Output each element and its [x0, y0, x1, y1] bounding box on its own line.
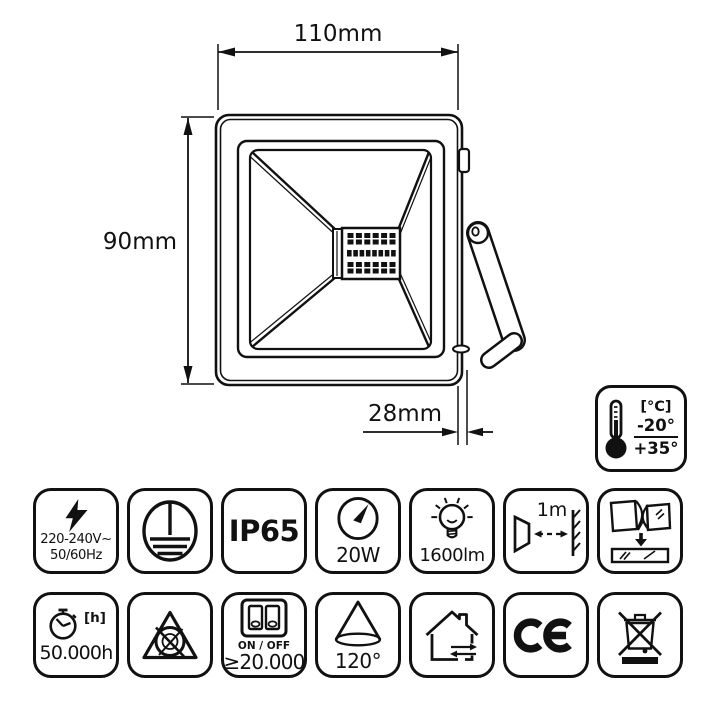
dimension-height-label: 90mm: [103, 229, 177, 255]
ce-icon: [513, 617, 572, 653]
spec-ip-rating: IP65: [221, 488, 307, 574]
ip-rating-label: IP65: [228, 514, 300, 548]
temperature-max: +35°: [633, 439, 679, 458]
no-dimming-icon: [142, 610, 198, 660]
switch-cycles-label: ≥20.000: [223, 650, 305, 674]
spec-temperature-range: [°C] -20° +35°: [595, 385, 687, 472]
spec-lifetime: [h] 50.000h: [33, 592, 119, 678]
crossed-bin-icon: [618, 611, 662, 664]
dimension-width-label: 110mm: [294, 21, 383, 47]
spec-ce-mark: [503, 592, 589, 678]
house-arrows-icon: [425, 610, 479, 661]
lightning-icon: [65, 498, 87, 532]
lifetime-unit: [h]: [84, 610, 106, 626]
spec-power-supply: 220-240V~ 50/60Hz: [33, 488, 119, 574]
spec-min-distance: 1m: [503, 488, 589, 574]
floodlight-technical-drawing: 110mm 90mm 28mm: [103, 21, 526, 445]
spec-weee: [597, 592, 683, 678]
spec-luminous-flux: 1600lm: [409, 488, 495, 574]
broken-glass-icon: [609, 499, 672, 564]
stopwatch-icon: [49, 608, 77, 640]
spec-not-dimmable: [127, 592, 213, 678]
distance-wall-icon: 1m: [513, 501, 581, 556]
spec-beam-angle: 120°: [315, 592, 401, 678]
spec-row-1: 220-240V~ 50/60Hz IP65 20W: [33, 488, 683, 574]
temperature-min: -20°: [633, 416, 679, 438]
switch-icon: [240, 598, 288, 638]
earth-ground-icon: [142, 500, 198, 562]
dimension-depth: 28mm: [363, 370, 493, 445]
light-bulb-icon: [431, 497, 473, 539]
temperature-unit: [°C]: [640, 399, 672, 415]
min-distance-label: 1m: [537, 501, 568, 521]
thermometer-icon: [605, 399, 627, 458]
luminous-flux-label: 1600lm: [419, 545, 485, 566]
dimension-height: 90mm: [103, 116, 214, 385]
spec-wattage: 20W: [315, 488, 401, 574]
spec-row-2: [h] 50.000h ON / OFF ≥20.000: [33, 592, 683, 678]
cone-icon: [334, 600, 382, 647]
spec-switch-cycles: ON / OFF ≥20.000: [221, 592, 307, 678]
mounting-bracket: [452, 221, 526, 369]
wattage-label: 20W: [336, 542, 380, 567]
voltage-label: 220-240V~: [40, 531, 112, 547]
frequency-label: 50/60Hz: [49, 547, 103, 563]
power-dial-icon: [337, 496, 379, 540]
lifetime-label: 50.000h: [39, 642, 114, 664]
spec-protection-class: [127, 488, 213, 574]
dimension-depth-label: 28mm: [368, 401, 442, 427]
beam-angle-label: 120°: [334, 649, 382, 673]
led-panel: [332, 226, 402, 281]
spec-indoor-outdoor: [409, 592, 495, 678]
mounting-tab: [457, 147, 471, 174]
spec-replace-glass: [597, 488, 683, 574]
switch-cycles-caption: ON / OFF: [237, 640, 291, 652]
dimension-width: 110mm: [217, 21, 459, 110]
